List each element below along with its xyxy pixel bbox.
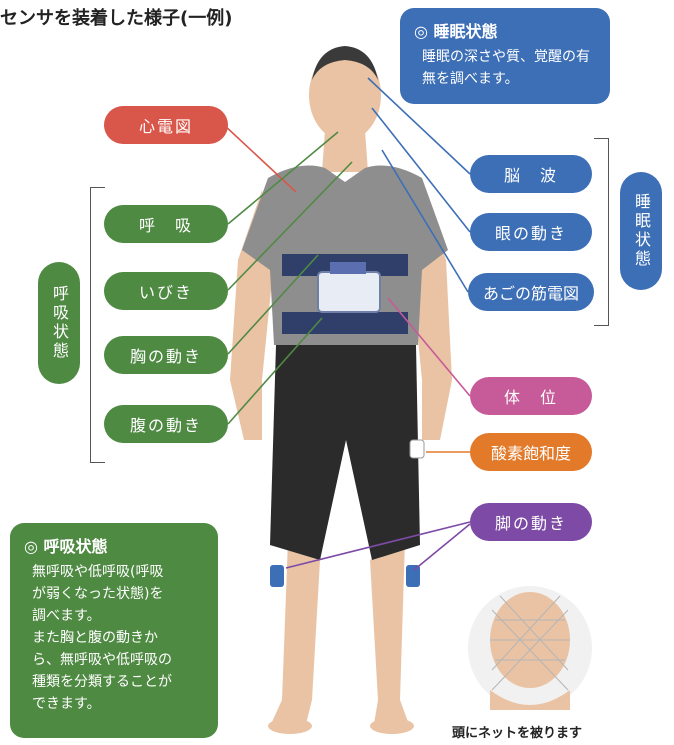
- label-position: 体 位: [470, 377, 592, 415]
- resp-state-box: ◎ 呼吸状態 無呼吸や低呼吸(呼吸 が弱くなった状態)を 調べます。 また胸と腹…: [10, 523, 218, 738]
- label-snore: いびき: [104, 272, 228, 310]
- right-leg: [370, 540, 408, 724]
- device-connector: [330, 262, 366, 274]
- resp-state-line5: ら、無呼吸や低呼吸の: [32, 649, 206, 671]
- shorts: [270, 345, 420, 560]
- label-chest: 胸の動き: [104, 336, 228, 374]
- label-jaw: あごの筋電図: [468, 273, 594, 311]
- right-foot: [370, 718, 414, 734]
- resp-state-line7: できます。: [32, 693, 206, 715]
- label-eeg: 脳 波: [470, 155, 592, 193]
- recorder-device: [318, 272, 380, 312]
- sleep-bracket: [594, 138, 609, 326]
- resp-state-line1: 無呼吸や低呼吸(呼吸: [32, 561, 206, 583]
- abdomen-belt: [282, 312, 408, 334]
- label-leg: 脚の動き: [470, 503, 592, 541]
- left-foot: [268, 718, 312, 734]
- group-sleep-label: 睡眠状態: [620, 172, 662, 290]
- resp-state-line3: 調べます。: [32, 605, 206, 627]
- resp-state-line2: が弱くなった状態)を: [32, 583, 206, 605]
- sleep-state-heading: ◎ 睡眠状態: [414, 18, 610, 42]
- right-leg-sensor: [406, 565, 420, 587]
- group-resp-label: 呼吸状態: [38, 262, 80, 384]
- inset-caption: 頭にネットを被ります: [452, 722, 582, 741]
- label-abdomen: 腹の動き: [104, 405, 228, 443]
- label-eye: 眼の動き: [470, 213, 592, 251]
- sleep-state-box: ◎ 睡眠状態 睡眠の深さや質、覚醒の有無を調べます。: [400, 8, 610, 104]
- resp-bracket: [90, 187, 105, 463]
- finger-sensor: [410, 440, 424, 458]
- label-spo2: 酸素飽和度: [470, 433, 592, 471]
- left-leg-sensor: [270, 565, 284, 587]
- label-ecg: 心電図: [104, 106, 228, 144]
- resp-state-line6: 種類を分類することが: [32, 671, 206, 693]
- label-breath: 呼 吸: [104, 205, 228, 243]
- resp-state-line4: また胸と腹の動きか: [32, 627, 206, 649]
- resp-state-heading: ◎ 呼吸状態: [24, 533, 218, 557]
- sleep-state-body: 睡眠の深さや質、覚醒の有無を調べます。: [422, 46, 598, 90]
